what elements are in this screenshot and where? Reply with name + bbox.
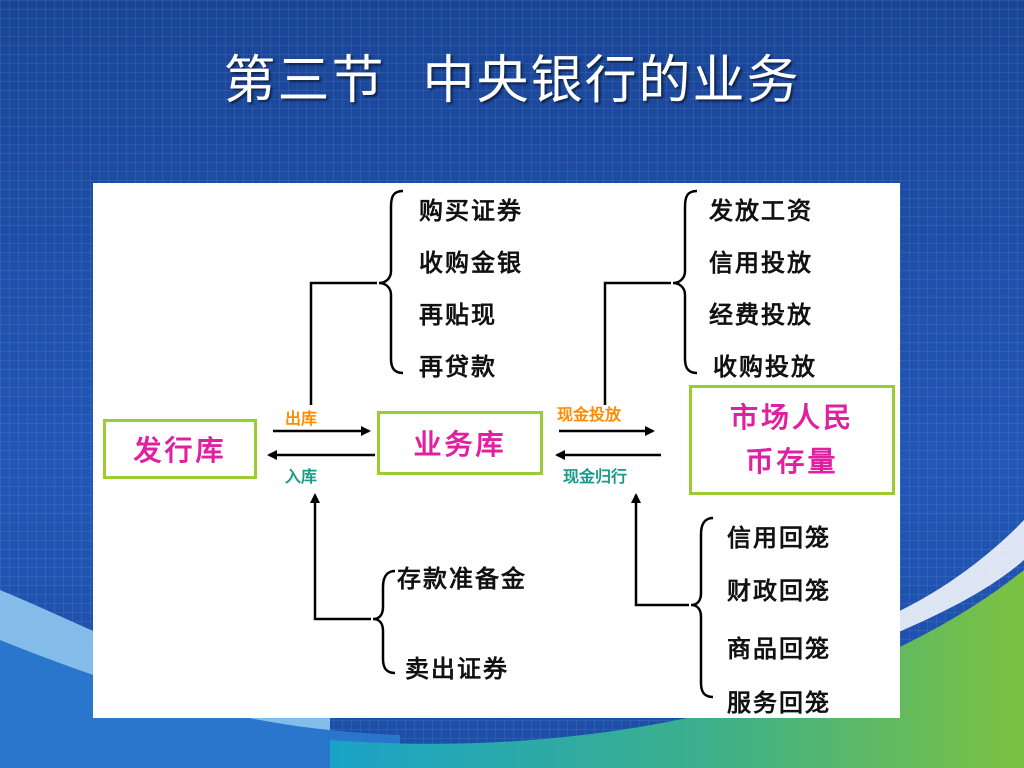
slide-title: 第三节 中央银行的业务 [223, 51, 801, 111]
item-sell-securities: 卖出证券 [405, 655, 509, 683]
cash-issuance-label: 现金投放 [557, 405, 622, 424]
item-credit-issuance: 信用投放 [709, 249, 813, 277]
issue-vault-label: 发行库 [133, 434, 227, 467]
item-fiscal-return: 财政回笼 [727, 577, 831, 605]
item-buy-gold-silver: 收购金银 [419, 249, 523, 277]
cash-return-label: 现金归行 [563, 467, 628, 486]
item-funding-issuance: 经费投放 [709, 301, 813, 329]
item-reloan: 再贷款 [419, 353, 497, 381]
item-commodity-return: 商品回笼 [727, 635, 831, 663]
item-pay-wages: 发放工资 [709, 197, 813, 225]
out-of-vault-label: 出库 [285, 409, 318, 428]
business-vault-label: 业务库 [413, 428, 507, 461]
item-credit-return: 信用回笼 [727, 524, 831, 552]
business-vault-box: 业务库 [377, 411, 543, 475]
diagram-connectors [267, 189, 714, 699]
market-money-stock-line1: 市场人民 [729, 401, 854, 434]
item-deposit-reserve: 存款准备金 [397, 565, 527, 593]
market-money-stock-box: 市场人民 币存量 [689, 385, 895, 495]
market-money-stock-line2: 币存量 [745, 445, 839, 478]
item-service-return: 服务回笼 [727, 689, 831, 717]
item-rediscount: 再贴现 [419, 301, 497, 329]
into-vault-label: 入库 [285, 467, 318, 486]
diagram-panel: 购买证券 收购金银 再贴现 再贷款 发放工资 信用投放 经费投放 收购投放 发行… [93, 183, 900, 718]
item-buy-securities: 购买证券 [419, 197, 523, 225]
issue-vault-box: 发行库 [103, 419, 257, 479]
item-purchase-issuance: 收购投放 [713, 353, 817, 381]
